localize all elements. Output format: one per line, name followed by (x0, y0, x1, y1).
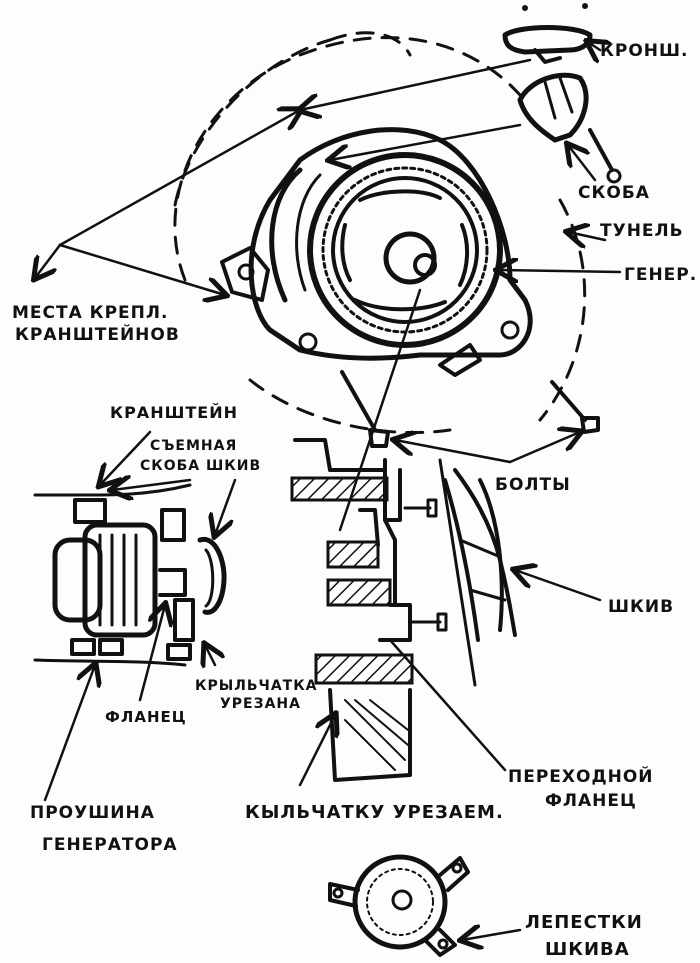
label-adapter-1: ПЕРЕХОДНОЙ (508, 765, 654, 787)
label-lug-2: ГЕНЕРАТОРА (42, 835, 178, 855)
label-removable-2: СКОБА (140, 458, 200, 474)
label-bracket: КРАНШТЕЙН (110, 403, 238, 422)
label-petals-1: ЛЕПЕСТКИ (525, 912, 643, 933)
label-removable-1: СЪЕМНАЯ (150, 438, 237, 454)
label-petals-2: ШКИВА (545, 939, 630, 960)
pulley-section (438, 458, 517, 687)
leader-lines (35, 42, 622, 940)
label-tunnel: ТУНЕЛЬ (600, 221, 684, 241)
label-mount-places-1: МЕСТА КРЕПЛ. (12, 303, 168, 323)
label-generator: ГЕНЕР. (624, 265, 697, 285)
label-bolts: БОЛТЫ (495, 475, 571, 495)
label-impeller-cut-2: УРЕЗАНА (220, 696, 301, 712)
generator-main-view (220, 127, 533, 377)
label-bracket-top: КРОНШ. (600, 41, 689, 61)
labels-group: КРОНШ. СКОБА ТУНЕЛЬ ГЕНЕР. МЕСТА КРЕПЛ. … (12, 41, 697, 960)
adapter-section (290, 438, 448, 782)
label-impeller-cut-1: КРЫЛЬЧАТКА (195, 678, 318, 694)
label-mount-places-2: КРАНШТЕЙНОВ (15, 323, 180, 345)
label-pulley-small: ШКИВ (206, 458, 261, 474)
generator-side-view (33, 483, 227, 667)
pulley-petals-view (328, 854, 470, 957)
label-clamp: СКОБА (578, 183, 650, 203)
label-impeller-cut-note: КЫЛЬЧАТКУ УРЕЗАЕМ. (245, 802, 504, 823)
label-flange: ФЛАНЕЦ (105, 708, 187, 726)
label-pulley: ШКИВ (608, 597, 674, 617)
label-lug-1: ПРОУШИНА (30, 803, 155, 823)
bracket-top-detail (502, 3, 622, 184)
label-adapter-2: ФЛАНЕЦ (545, 791, 637, 811)
